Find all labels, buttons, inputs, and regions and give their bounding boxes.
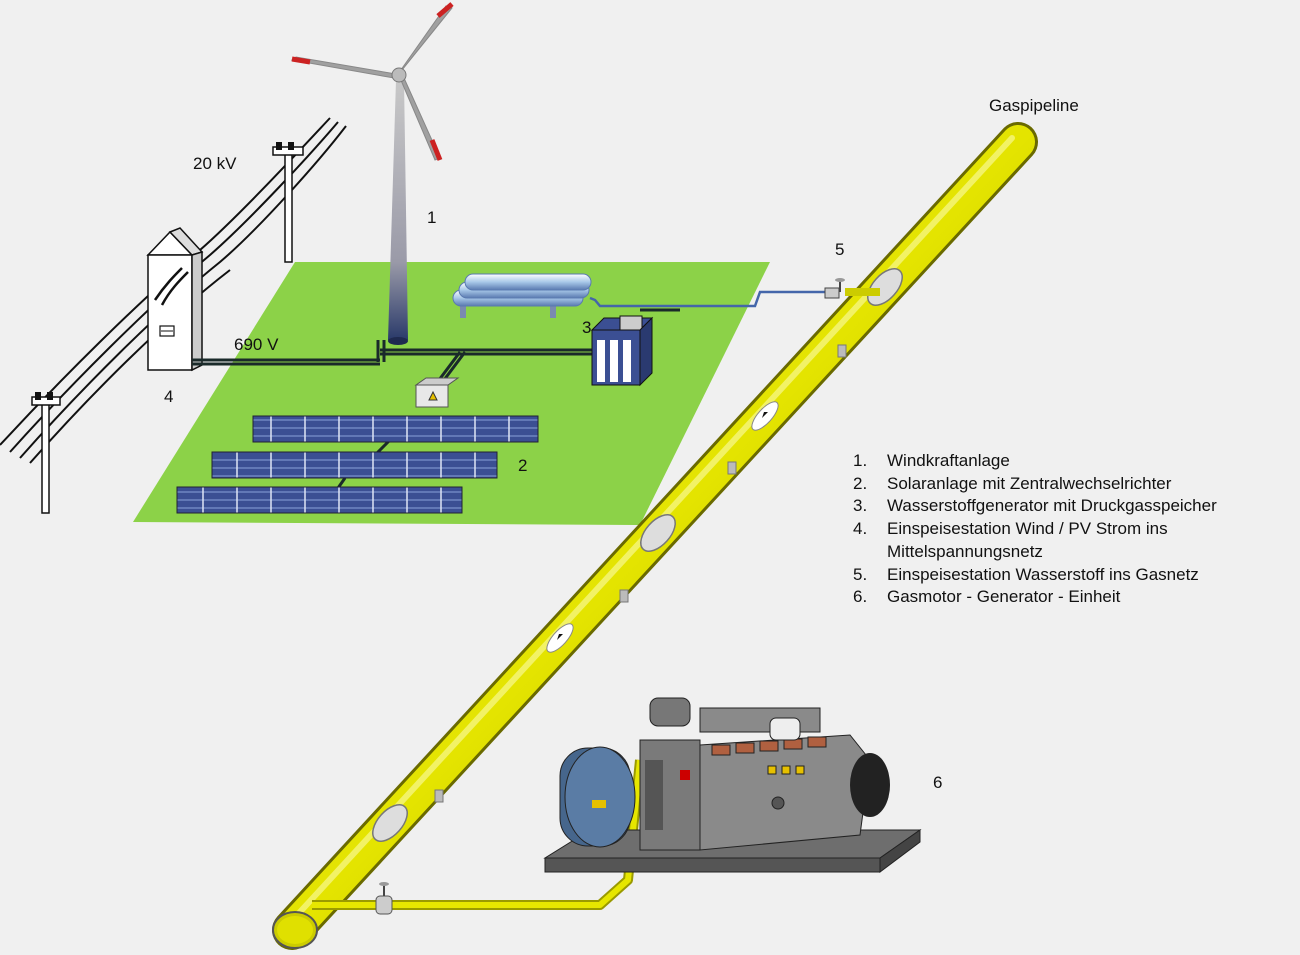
legend-num: 4. <box>853 519 868 539</box>
legend-text: Wasserstoffgenerator mit Druckgasspeiche… <box>887 496 1217 516</box>
marker-3: 3 <box>582 318 592 337</box>
hydrogen-storage-tanks <box>452 273 592 318</box>
legend: 1. Windkraftanlage 2. Solaranlage mit Ze… <box>853 450 1273 609</box>
legend-item: 3. Wasserstoffgenerator mit Druckgasspei… <box>853 495 1273 518</box>
voltage-20kv-label: 20 kV <box>193 154 237 173</box>
hydrogen-generator <box>590 315 654 387</box>
legend-item: 2. Solaranlage mit Zentralwechselrichter <box>853 473 1273 496</box>
marker-1: 1 <box>427 208 437 227</box>
legend-item: 6. Gasmotor - Generator - Einheit <box>853 586 1273 609</box>
legend-item: 1. Windkraftanlage <box>853 450 1273 473</box>
legend-item: 4. Einspeisestation Wind / PV Strom ins … <box>853 518 1273 563</box>
wind-turbine <box>290 2 454 345</box>
pipeline-label: Gaspipeline <box>989 96 1079 115</box>
gas-engine-generator <box>543 697 922 873</box>
solar-array <box>176 415 539 514</box>
gas-supply-line <box>312 759 645 915</box>
legend-text: Gasmotor - Generator - Einheit <box>887 587 1121 607</box>
marker-4: 4 <box>164 387 174 406</box>
marker-5: 5 <box>835 240 845 259</box>
marker-2: 2 <box>518 456 528 475</box>
legend-text: Einspeisestation Wasserstoff ins Gasnetz <box>887 564 1199 584</box>
utility-pole-left <box>31 392 61 514</box>
voltage-690v-label: 690 V <box>234 335 279 354</box>
legend-num: 5. <box>853 564 868 584</box>
legend-num: 2. <box>853 473 868 493</box>
legend-num: 1. <box>853 451 868 470</box>
gas-pipeline <box>272 122 1038 950</box>
legend-item: 5. Einspeisestation Wasserstoff ins Gasn… <box>853 564 1273 587</box>
marker-6: 6 <box>933 773 943 792</box>
hydrogen-line <box>589 290 830 308</box>
legend-num: 6. <box>853 587 868 607</box>
legend-text: Einspeisestation Wind / PV Strom ins Mit… <box>887 519 1168 561</box>
legend-text: Windkraftanlage <box>887 451 1010 470</box>
legend-num: 3. <box>853 496 868 516</box>
legend-text: Solaranlage mit Zentralwechselrichter <box>887 473 1172 493</box>
central-inverter <box>414 377 460 408</box>
utility-pole-right <box>272 142 304 263</box>
power-cables <box>192 308 680 489</box>
feed-in-station <box>146 227 204 372</box>
injection-valve <box>824 278 845 299</box>
